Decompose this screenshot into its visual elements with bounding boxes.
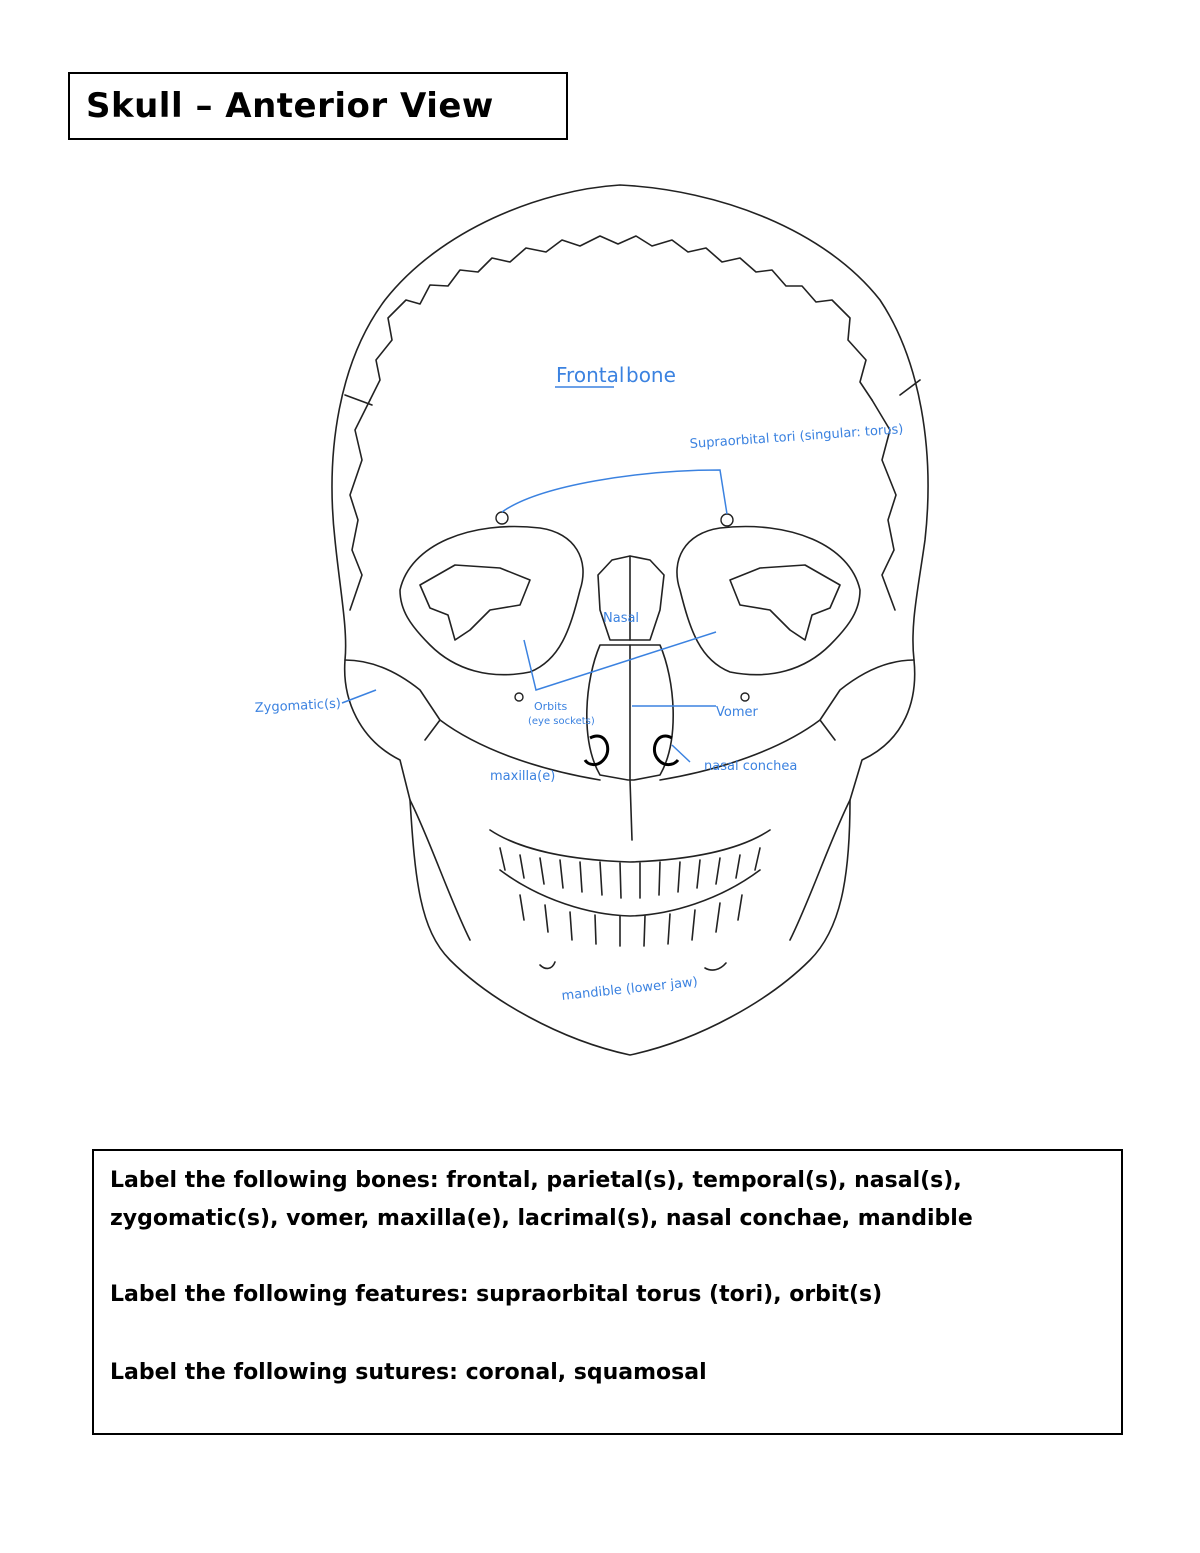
label-zygomatic: Zygomatic(s) — [254, 697, 341, 716]
left-orbit — [399, 525, 584, 676]
right-concha-mark — [652, 734, 680, 767]
zygomatic-leader — [341, 689, 377, 704]
instructions-bones-line2: zygomatic(s), vomer, maxilla(e), lacrima… — [110, 1206, 973, 1231]
label-nasal-conchea: nasal conchea — [704, 759, 797, 774]
left-concha-mark — [583, 734, 610, 767]
label-nasal: Nasal — [603, 611, 639, 626]
instructions-sutures: Label the following sutures: coronal, sq… — [110, 1360, 707, 1385]
label-orbits: Orbits — [534, 700, 568, 713]
orbits-leader — [523, 631, 717, 691]
title-box: Skull – Anterior View — [68, 72, 568, 140]
label-maxilla: maxilla(e) — [490, 769, 555, 784]
supraorbital-leader — [501, 469, 728, 515]
label-vomer: Vomer — [716, 705, 758, 720]
nasal-bones — [597, 555, 665, 641]
instructions-bones-line1: Label the following bones: frontal, pari… — [110, 1168, 962, 1193]
instructions-features: Label the following features: supraorbit… — [110, 1282, 883, 1307]
instructions-box: Label the following bones: frontal, pari… — [92, 1149, 1123, 1435]
squamosal-suture-right — [871, 399, 897, 611]
skull-diagram: Frontal bone Supraorbital tori (singular… — [254, 184, 929, 1056]
label-frontal: Frontal — [556, 363, 624, 387]
label-mandible: mandible (lower jaw) — [561, 975, 699, 1004]
label-supraorbital: Supraorbital tori (singular: torus) — [689, 422, 904, 452]
right-orbit — [676, 525, 861, 676]
concha-leader — [671, 744, 691, 763]
page-title: Skull – Anterior View — [86, 86, 494, 126]
cranium-outline — [331, 184, 929, 1056]
label-eye-sockets: (eye sockets) — [528, 716, 595, 727]
lower-teeth — [499, 869, 761, 917]
label-bone: bone — [626, 363, 676, 387]
upper-teeth — [489, 829, 771, 863]
nasal-cavity — [586, 644, 674, 781]
coronal-suture — [369, 235, 873, 401]
squamosal-suture-left — [349, 399, 371, 611]
